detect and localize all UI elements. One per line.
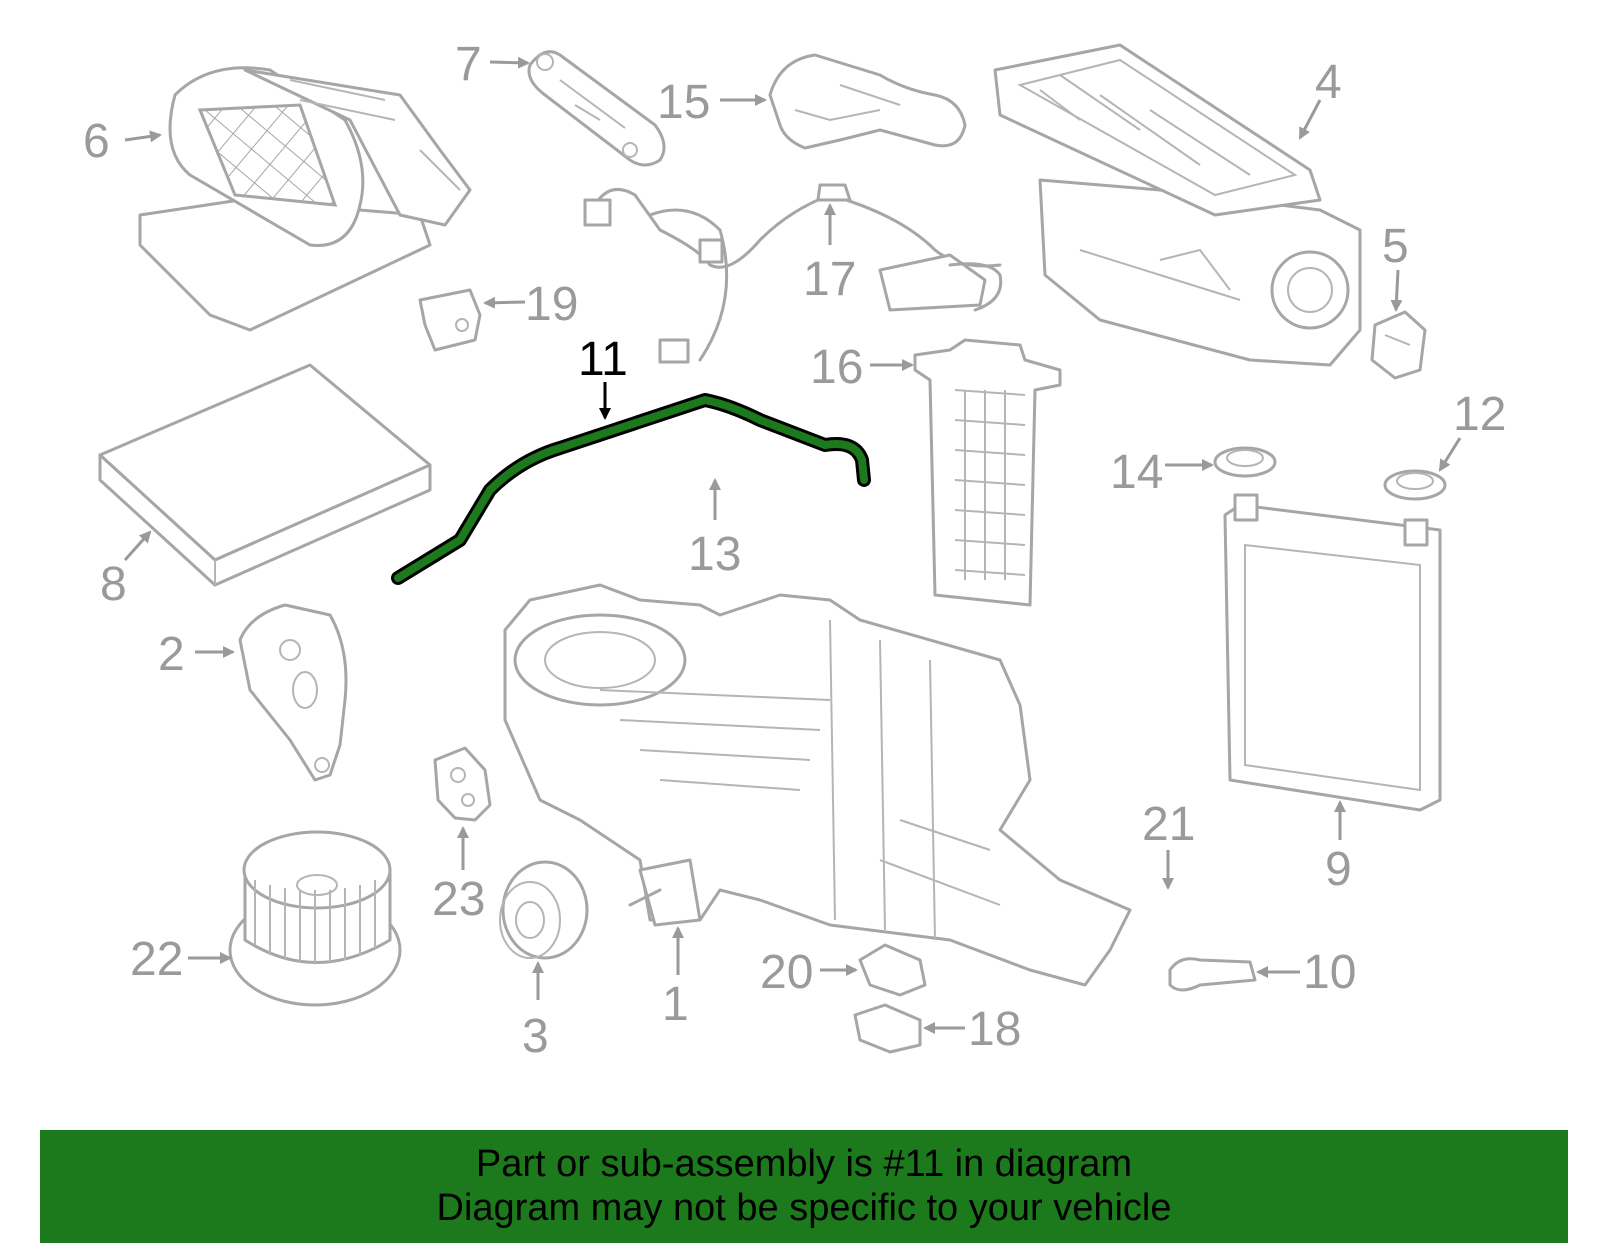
- callout-13: 13: [688, 528, 741, 581]
- callout-7: 7: [455, 38, 482, 91]
- part-18-actuator: [853, 1003, 922, 1054]
- part-22-blower-motor: [228, 830, 402, 1007]
- parts-diagram: 6 7 15 4 5 17 19 16 11 14 12 13 8 2 9 23…: [83, 38, 1506, 1063]
- callout-8: 8: [100, 558, 127, 611]
- callout-23: 23: [432, 873, 485, 926]
- callout-15: 15: [657, 76, 710, 129]
- callout-1: 1: [662, 978, 689, 1031]
- callout-21: 21: [1142, 798, 1195, 851]
- callout-20: 20: [760, 946, 813, 999]
- notice-banner: Part or sub-assembly is #11 in diagram D…: [40, 1130, 1568, 1243]
- part-12-grommet: [1383, 469, 1447, 501]
- part-17-wiring-harness: [583, 183, 1003, 364]
- callout-12: 12: [1453, 388, 1506, 441]
- part-1-hvac-case: [503, 583, 1132, 987]
- banner-disclaimer: Diagram may not be specific to your vehi…: [436, 1187, 1172, 1229]
- callout-2: 2: [158, 628, 185, 681]
- callout-leaders: [123, 56, 1462, 1034]
- part-13-hose: [447, 465, 805, 593]
- part-8-cabin-filter: [98, 363, 432, 587]
- part-2-gasket: [238, 603, 348, 782]
- part-15-duct: [768, 53, 967, 150]
- callout-22: 22: [130, 933, 183, 986]
- part-5-sensor: [1370, 310, 1427, 380]
- part-10-fitting: [1168, 957, 1257, 992]
- callout-9: 9: [1325, 843, 1352, 896]
- part-3-motor-cover: [499, 860, 589, 960]
- part-16-heater-core: [913, 338, 1062, 607]
- callout-5: 5: [1382, 220, 1409, 273]
- callout-14: 14: [1110, 446, 1163, 499]
- callout-6: 6: [83, 115, 110, 168]
- part-11-hose-highlighted: [391, 393, 871, 585]
- banner-part-note: Part or sub-assembly is #11 in diagram: [475, 1143, 1133, 1185]
- callout-18: 18: [968, 1003, 1021, 1056]
- callout-16: 16: [810, 341, 863, 394]
- callout-labels: 6 7 15 4 5 17 19 16 11 14 12 13 8 2 9 23…: [83, 38, 1506, 1063]
- callout-4: 4: [1315, 56, 1342, 109]
- callout-10: 10: [1303, 946, 1356, 999]
- part-9-evaporator: [1223, 493, 1442, 812]
- callout-19: 19: [525, 278, 578, 331]
- part-23-actuator: [433, 746, 492, 822]
- part-7-actuator-arm: [527, 50, 666, 167]
- callout-11: 11: [578, 333, 628, 386]
- part-20-actuator: [858, 943, 927, 997]
- part-21-drain-tube: [1158, 858, 1232, 907]
- callout-3: 3: [522, 1010, 549, 1063]
- callout-17: 17: [803, 253, 856, 306]
- part-4-upper-case: [993, 43, 1362, 367]
- part-19-bracket: [418, 288, 482, 352]
- part-6-blower-inlet: [138, 66, 472, 332]
- part-14-grommet: [1213, 446, 1277, 478]
